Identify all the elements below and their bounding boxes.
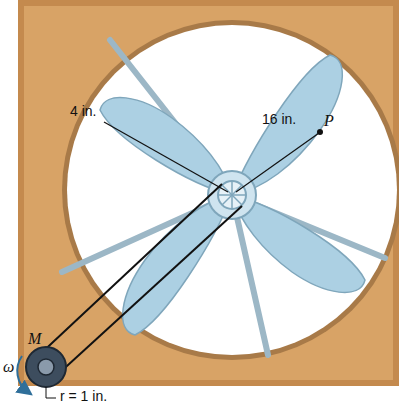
dimension-label: P (324, 112, 334, 130)
housing-frame (18, 0, 399, 386)
fan-pulley (218, 181, 246, 209)
fan-blades (100, 55, 365, 335)
motor-pulley (38, 359, 54, 375)
belt (36, 184, 242, 376)
dimension-label: r = 1 in. (60, 389, 107, 404)
dimension-label: 16 in. (262, 112, 296, 127)
fan-hub (208, 171, 256, 219)
fan-opening (67, 25, 397, 355)
leader-line (46, 387, 47, 398)
point-marker (317, 129, 323, 135)
leader-line (104, 122, 228, 192)
opening-rim (62, 20, 399, 360)
dimension-line (236, 133, 319, 192)
dimension-label: 4 in. (70, 104, 96, 119)
rotation-arrow (17, 356, 28, 392)
support-bars (62, 40, 385, 355)
leader-line (46, 398, 56, 399)
dimension-label: ω (3, 358, 14, 376)
motor (26, 347, 66, 387)
hub-spokes (218, 181, 246, 209)
dimension-label: M (28, 330, 41, 348)
